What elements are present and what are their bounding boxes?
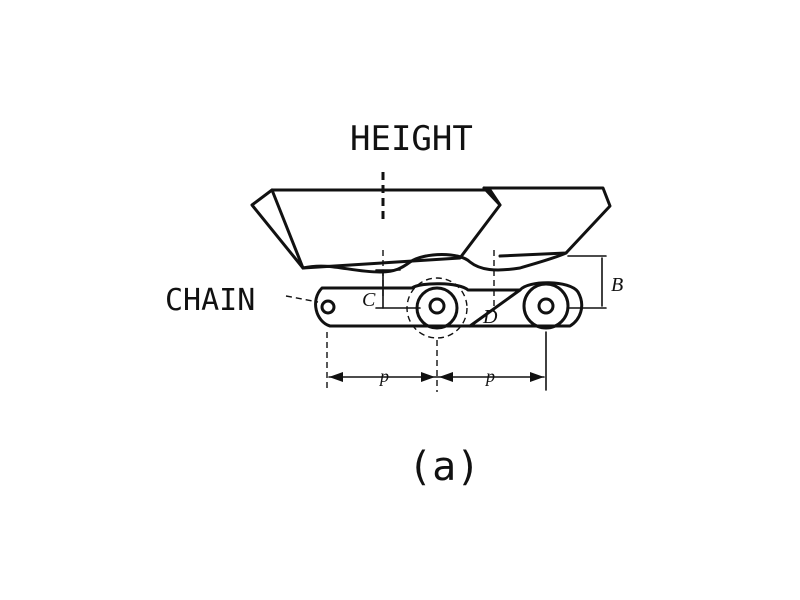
pitch-arrow-right <box>530 372 544 382</box>
label-pitch-right: p <box>484 366 495 386</box>
label-height: HEIGHT <box>350 119 473 159</box>
chain-pin-left <box>320 299 336 315</box>
figure-caption: (a) <box>408 444 480 490</box>
attachment-base <box>301 251 568 274</box>
pitch-arrow-left <box>329 372 343 382</box>
chain-leader <box>285 295 319 303</box>
label-pitch-left: p <box>378 366 389 386</box>
roller-right <box>522 282 570 330</box>
flight-plate-right <box>482 186 612 258</box>
flight-plate-left-side <box>250 188 305 270</box>
flight-plate-right-inner <box>482 186 502 207</box>
roller-middle-pin <box>428 297 446 315</box>
pitch-arrow-mid-left <box>421 372 435 382</box>
label-chain: CHAIN <box>165 283 255 318</box>
roller-right-pin <box>537 297 555 315</box>
pitch-arrow-mid-right <box>439 372 453 382</box>
flight-plate-left <box>270 188 502 270</box>
chain-link-mid <box>468 288 522 328</box>
label-dimension-b: B <box>611 274 623 296</box>
roller-middle <box>415 286 459 330</box>
chain-link-plate <box>314 281 584 328</box>
label-dimension-c: C <box>362 289 376 311</box>
